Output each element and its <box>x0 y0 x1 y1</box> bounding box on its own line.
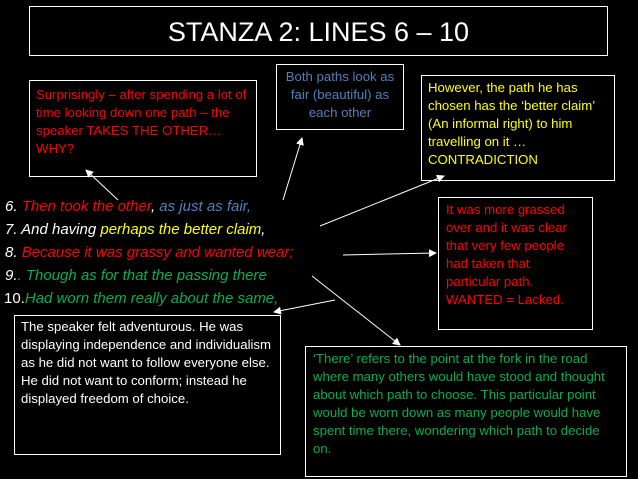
annotation-fair-text: Both paths look as fair (beautiful) as e… <box>285 69 395 120</box>
poem-line-7-comma: , <box>261 221 266 238</box>
annotation-better-claim: However, the path he has chosen has the … <box>421 75 615 181</box>
arrow-to-fair <box>282 137 304 201</box>
poem-line-10-phrase: Had worn them really about the same, <box>24 290 279 307</box>
poem-line-9-number: 9. <box>5 267 18 284</box>
poem-line-6: 6. Then took the other, as just as fair, <box>5 196 251 218</box>
slide-title-text: STANZA 2: LINES 6 – 10 <box>167 17 470 47</box>
poem-line-7-phrase-b: perhaps the better claim <box>100 221 262 238</box>
slide-title: STANZA 2: LINES 6 – 10 <box>29 6 608 56</box>
arrow-to-surprise <box>85 169 119 201</box>
poem-line-10: 10.Had worn them really about the same, <box>4 288 278 310</box>
arrow-to-better-claim <box>319 174 445 227</box>
annotation-adventurous-text: The speaker felt adventurous. He was dis… <box>21 319 272 406</box>
annotation-there: ‘There’ refers to the point at the fork … <box>305 346 627 477</box>
annotation-better-claim-text: However, the path he has chosen has the … <box>428 80 595 167</box>
poem-line-6-comma: , <box>150 198 156 215</box>
annotation-grassed: It was more grassed over and it was clea… <box>438 197 593 330</box>
annotation-fair: Both paths look as fair (beautiful) as e… <box>276 64 404 130</box>
annotation-surprise-text: Surprisingly – after spending a lot of t… <box>36 87 247 156</box>
poem-line-9: 9.. Though as for that the passing there <box>5 265 267 287</box>
poem-line-6-phrase-a: Then took the other <box>21 198 151 215</box>
poem-line-8: 8. Because it was grassy and wanted wear… <box>5 242 294 264</box>
poem-line-7: 7. And having perhaps the better claim, <box>5 219 265 241</box>
annotation-there-text: ‘There’ refers to the point at the fork … <box>313 351 605 456</box>
poem-line-10-number: 10. <box>4 290 25 307</box>
poem-line-8-number: 8. <box>5 244 18 261</box>
arrow-to-grassed <box>342 249 437 258</box>
poem-line-6-phrase-b: as just as fair, <box>159 198 252 215</box>
poem-line-8-phrase: Because it was grassy and wanted wear; <box>21 244 294 261</box>
arrow-to-there <box>311 275 401 346</box>
annotation-adventurous: The speaker felt adventurous. He was dis… <box>14 315 281 455</box>
annotation-grassed-text: It was more grassed over and it was clea… <box>446 202 567 307</box>
poem-line-7-number: 7. <box>5 221 18 238</box>
poem-line-9-phrase: . Though as for that the passing there <box>17 267 267 284</box>
annotation-surprise: Surprisingly – after spending a lot of t… <box>29 80 257 177</box>
poem-line-7-phrase-a: And having <box>21 221 97 238</box>
poem-line-6-number: 6. <box>5 198 18 215</box>
arrow-to-adventurous <box>273 299 336 315</box>
